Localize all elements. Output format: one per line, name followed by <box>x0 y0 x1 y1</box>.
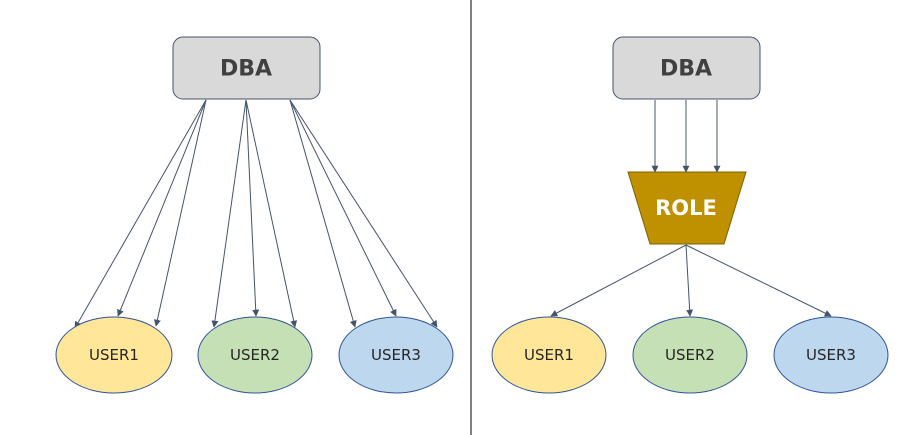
edge-left-dba-user1-a <box>74 99 207 329</box>
edge-left-dba-user1-b <box>117 99 207 317</box>
right-user1-ellipse <box>491 316 607 394</box>
edge-left-dba-user3-c <box>289 99 438 328</box>
left-user3-node: USER3 <box>338 316 454 394</box>
role-trapezoid <box>627 171 747 245</box>
right-user1-label: USER1 <box>524 346 574 364</box>
right-panel: DBA ROLE USER1 USER2 USER3 <box>491 36 889 394</box>
right-dba-node: DBA <box>612 36 761 100</box>
right-dba-label: DBA <box>660 57 712 82</box>
edge-left-dba-user2-c <box>245 99 298 328</box>
right-user3-label: USER3 <box>806 346 856 364</box>
right-user2-label: USER2 <box>665 346 715 364</box>
left-dba-box <box>172 36 321 100</box>
right-edges <box>550 100 832 317</box>
right-user1-node: USER1 <box>491 316 607 394</box>
right-role-node: ROLE <box>627 171 747 245</box>
edge-left-dba-user1-c <box>153 99 207 327</box>
left-user1-node: USER1 <box>55 316 173 394</box>
edge-left-dba-user3-b <box>289 99 397 317</box>
role-label: ROLE <box>655 196 717 220</box>
left-user1-label: USER1 <box>89 346 139 364</box>
edge-left-dba-user3-a <box>289 99 357 328</box>
left-user3-ellipse <box>338 316 454 394</box>
edge-left-dba-user2-a <box>211 99 247 328</box>
left-user3-label: USER3 <box>371 346 421 364</box>
edge-right-role-user2 <box>685 244 694 317</box>
left-user2-node: USER2 <box>197 316 313 394</box>
right-user3-node: USER3 <box>773 316 889 394</box>
left-edges <box>74 99 438 329</box>
right-user3-ellipse <box>773 316 889 394</box>
right-user2-ellipse <box>632 316 748 394</box>
left-user2-ellipse <box>197 316 313 394</box>
right-user2-node: USER2 <box>632 316 748 394</box>
right-dba-box <box>612 36 761 100</box>
left-user2-label: USER2 <box>230 346 280 364</box>
left-dba-node: DBA <box>172 36 321 100</box>
left-user1-ellipse <box>55 316 173 394</box>
edge-right-role-user1 <box>550 244 687 317</box>
edge-right-role-user3 <box>685 244 832 317</box>
left-panel: DBA USER1 USER2 USER3 <box>55 36 454 394</box>
edge-left-dba-user2-b <box>245 99 260 317</box>
left-dba-label: DBA <box>220 57 272 82</box>
